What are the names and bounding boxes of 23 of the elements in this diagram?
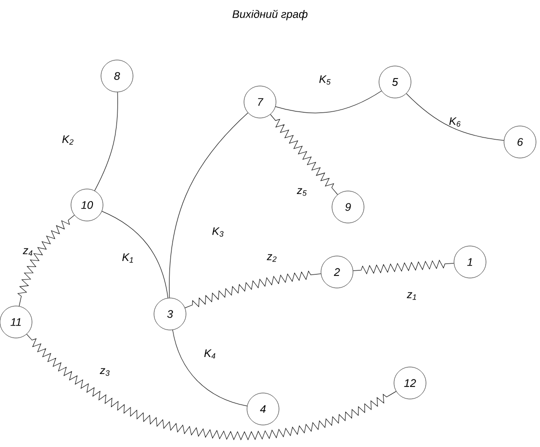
zigzag-line [26, 334, 396, 440]
zigzag-line [18, 214, 75, 306]
zigzag-line [270, 114, 338, 195]
zigzag-line [352, 260, 454, 274]
edge-label: z$_{5}$ [296, 188, 307, 196]
curved-line [406, 93, 504, 141]
edge-label: K$_{3}$ [212, 227, 224, 237]
curved-line [172, 330, 248, 406]
edge-label: z$_{3}$ [100, 368, 110, 376]
curved-line [169, 112, 248, 298]
edge-label: z$_{1}$ [406, 292, 416, 300]
edge-label: z$_{2}$ [266, 254, 277, 262]
zigzag-line [184, 270, 322, 308]
curved-line [275, 90, 382, 114]
edge-label: z$_{4}$ [22, 248, 32, 256]
title: Вихідний граф [232, 10, 308, 20]
curved-line [94, 92, 118, 191]
edge-label: K$_{6}$ [449, 117, 461, 127]
edge-label: K$_{5}$ [319, 75, 331, 85]
edge-label: K$_{2}$ [62, 135, 74, 145]
edge-label: K$_{4}$ [204, 349, 216, 359]
edge-label: K$_{1}$ [122, 253, 133, 263]
curved-line [102, 211, 168, 298]
